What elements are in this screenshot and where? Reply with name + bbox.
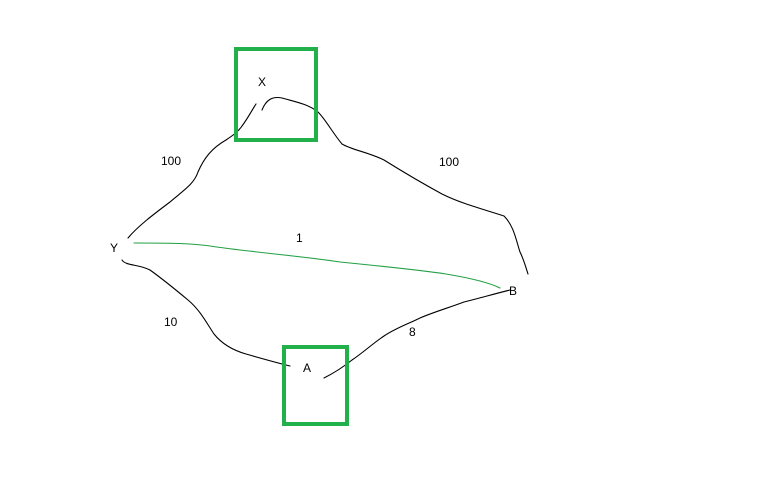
weight-y-x: 100 [161, 154, 181, 168]
highlight-box-x [234, 47, 318, 142]
edge-y-b [133, 242, 501, 289]
node-a-label: A [303, 361, 311, 375]
edge-x-b [261, 96, 529, 275]
highlight-box-a [282, 345, 349, 426]
node-x-label: X [258, 75, 266, 89]
weight-y-a: 10 [164, 315, 178, 329]
node-y-label: Y [110, 241, 118, 255]
node-b-label: B [509, 284, 517, 298]
weight-a-b: 8 [409, 325, 416, 339]
edge-y-a [121, 259, 291, 367]
weight-x-b: 100 [439, 155, 459, 169]
weight-y-b: 1 [296, 231, 303, 245]
edge-a-b [323, 289, 511, 379]
edge-y-x [127, 103, 257, 239]
